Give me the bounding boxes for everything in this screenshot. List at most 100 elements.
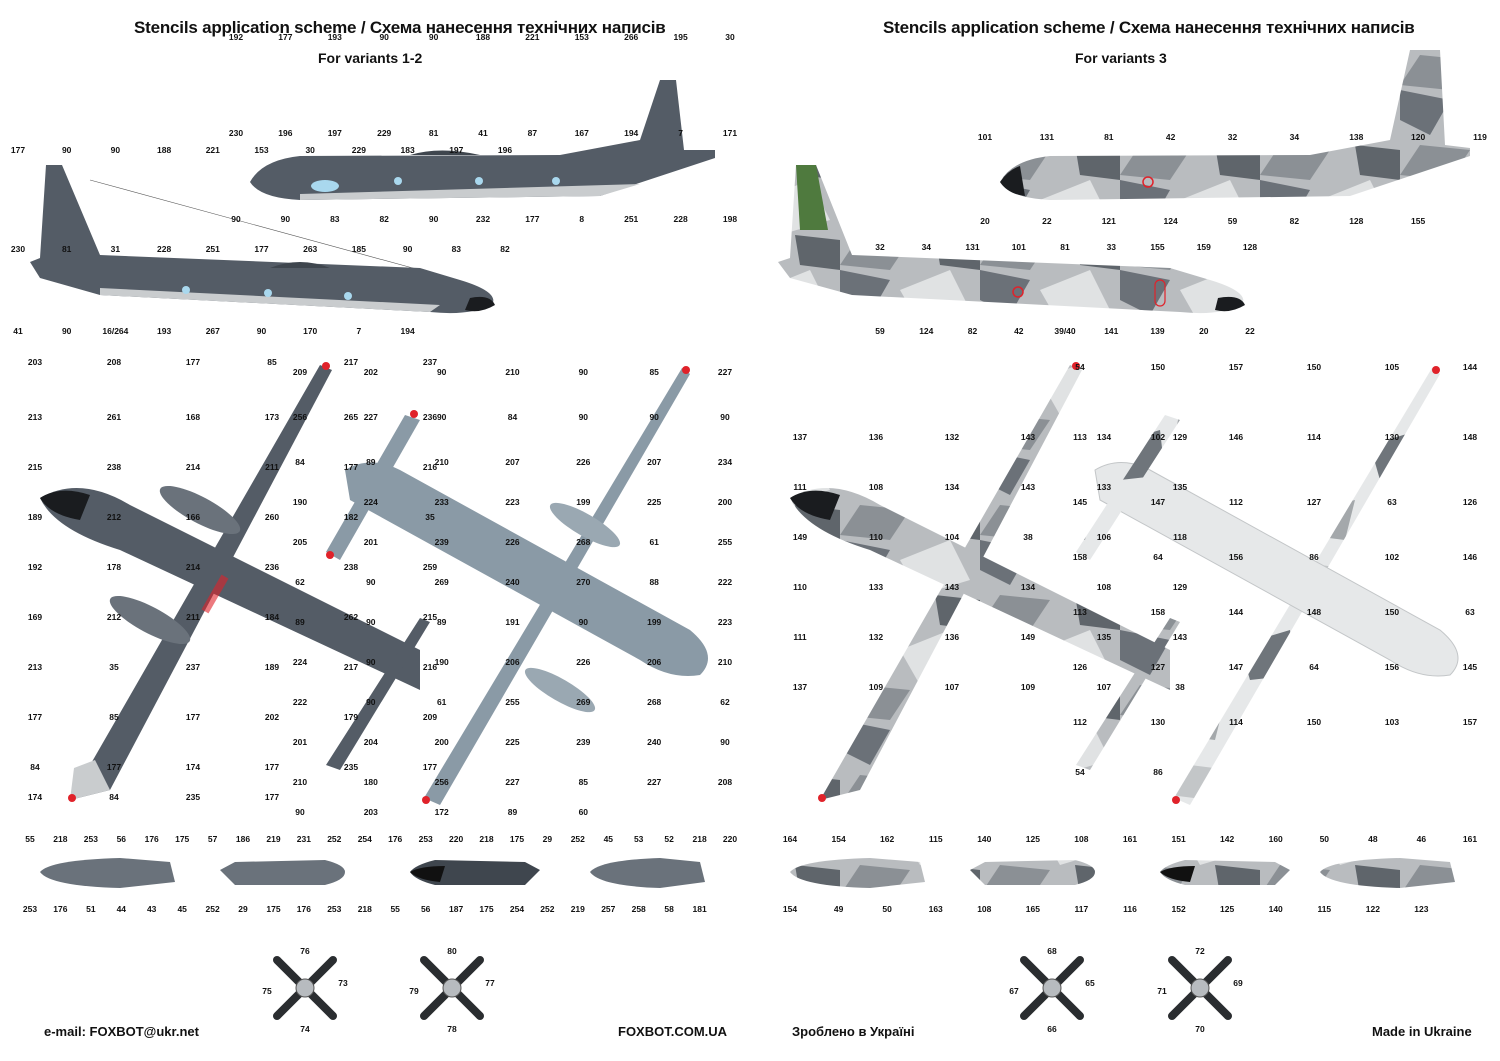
callout-number: 155: [1150, 242, 1164, 252]
callout-number: 124: [919, 326, 933, 336]
callout-number: 213: [28, 662, 42, 672]
callout-number: 166: [186, 512, 200, 522]
callout-number: 181: [693, 904, 707, 914]
callout-number: 114: [1307, 432, 1321, 442]
callout-number: 113: [1073, 432, 1087, 442]
callout-number: 216: [423, 662, 437, 672]
callout-number: 261: [107, 412, 121, 422]
callout-number: 213: [28, 412, 42, 422]
callout-number: 130: [1385, 432, 1399, 442]
callout-number: 114: [1229, 717, 1243, 727]
nacelle-views-left: [40, 858, 705, 888]
callout-number: 230: [229, 128, 243, 138]
callout-number: 267: [206, 326, 220, 336]
callout-number: 145: [1463, 662, 1477, 672]
callout-number: 81: [429, 128, 439, 138]
callout-number: 163: [929, 904, 943, 914]
callout-number: 161: [1123, 834, 1137, 844]
footer-made-en: Made in Ukraine: [1372, 1024, 1472, 1039]
callout-number: 227: [718, 367, 732, 377]
callout-number: 61: [649, 537, 659, 547]
callout-number: 84: [508, 412, 518, 422]
callout-number: 132: [869, 632, 883, 642]
callout-number: 102: [1385, 552, 1399, 562]
callout-number: 184: [265, 612, 279, 622]
callout-number: 83: [330, 214, 340, 224]
callout-number: 149: [1021, 632, 1035, 642]
callout-number: 90: [366, 657, 376, 667]
callout-number: 120: [1411, 132, 1425, 142]
callout-number: 53: [634, 834, 644, 844]
callout-number: 129: [1173, 582, 1187, 592]
callout-number: 132: [945, 432, 959, 442]
callout-number: 46: [1417, 834, 1427, 844]
callout-number: 150: [1151, 362, 1165, 372]
callout-number: 209: [423, 712, 437, 722]
callout-number: 90: [720, 412, 730, 422]
propeller-callout-number: 74: [300, 1024, 310, 1034]
callout-number: 29: [238, 904, 248, 914]
callout-number: 252: [206, 904, 220, 914]
callout-number: 254: [510, 904, 524, 914]
propeller-callout-number: 73: [338, 978, 348, 988]
callout-number: 268: [647, 697, 661, 707]
callout-number: 81: [62, 244, 72, 254]
callout-number: 60: [579, 807, 589, 817]
propeller-callout-number: 72: [1195, 946, 1205, 956]
callout-number: 85: [649, 367, 659, 377]
callout-number: 195: [674, 32, 688, 42]
callout-number: 22: [1245, 326, 1255, 336]
callout-number: 218: [693, 834, 707, 844]
callout-number: 203: [28, 357, 42, 367]
callout-number: 149: [793, 532, 807, 542]
callout-number: 217: [344, 357, 358, 367]
callout-number: 212: [107, 612, 121, 622]
callout-number: 177: [107, 762, 121, 772]
callout-number: 103: [1385, 717, 1399, 727]
callout-number: 187: [449, 904, 463, 914]
callout-number: 260: [265, 512, 279, 522]
side-view-upper-left: [89, 80, 715, 271]
callout-number: 196: [498, 145, 512, 155]
callout-number: 90: [111, 145, 121, 155]
callout-number: 81: [1104, 132, 1114, 142]
callout-number: 258: [632, 904, 646, 914]
propeller-callout-number: 78: [447, 1024, 457, 1034]
callout-number: 50: [882, 904, 892, 914]
callout-number: 101: [1012, 242, 1026, 252]
callout-number: 240: [505, 577, 519, 587]
callout-number: 55: [25, 834, 35, 844]
callout-number: 20: [1199, 326, 1209, 336]
callout-number: 43: [147, 904, 157, 914]
callout-number: 62: [295, 577, 305, 587]
callout-number: 108: [869, 482, 883, 492]
callout-number: 64: [1153, 552, 1163, 562]
callout-number: 177: [344, 462, 358, 472]
callout-number: 90: [437, 367, 447, 377]
callout-number: 140: [1269, 904, 1283, 914]
callout-number: 257: [601, 904, 615, 914]
callout-number: 90: [649, 412, 659, 422]
callout-number: 108: [977, 904, 991, 914]
callout-number: 230: [11, 244, 25, 254]
callout-number: 175: [266, 904, 280, 914]
callout-number: 131: [1040, 132, 1054, 142]
footer-email: e-mail: FOXBOT@ukr.net: [44, 1024, 199, 1039]
callout-number: 51: [86, 904, 96, 914]
callout-number: 61: [437, 697, 447, 707]
callout-number: 240: [647, 737, 661, 747]
callout-number: 175: [479, 904, 493, 914]
callout-number: 251: [624, 214, 638, 224]
callout-number: 83: [452, 244, 462, 254]
callout-number: 125: [1220, 904, 1234, 914]
callout-number: 32: [1228, 132, 1238, 142]
callout-number: 199: [647, 617, 661, 627]
callout-number: 238: [344, 562, 358, 572]
callout-number: 137: [793, 432, 807, 442]
callout-number: 7: [357, 326, 362, 336]
callout-number: 90: [429, 214, 439, 224]
callout-number: 256: [435, 777, 449, 787]
callout-number: 86: [1309, 552, 1319, 562]
callout-number: 33: [1107, 242, 1117, 252]
callout-number: 202: [265, 712, 279, 722]
